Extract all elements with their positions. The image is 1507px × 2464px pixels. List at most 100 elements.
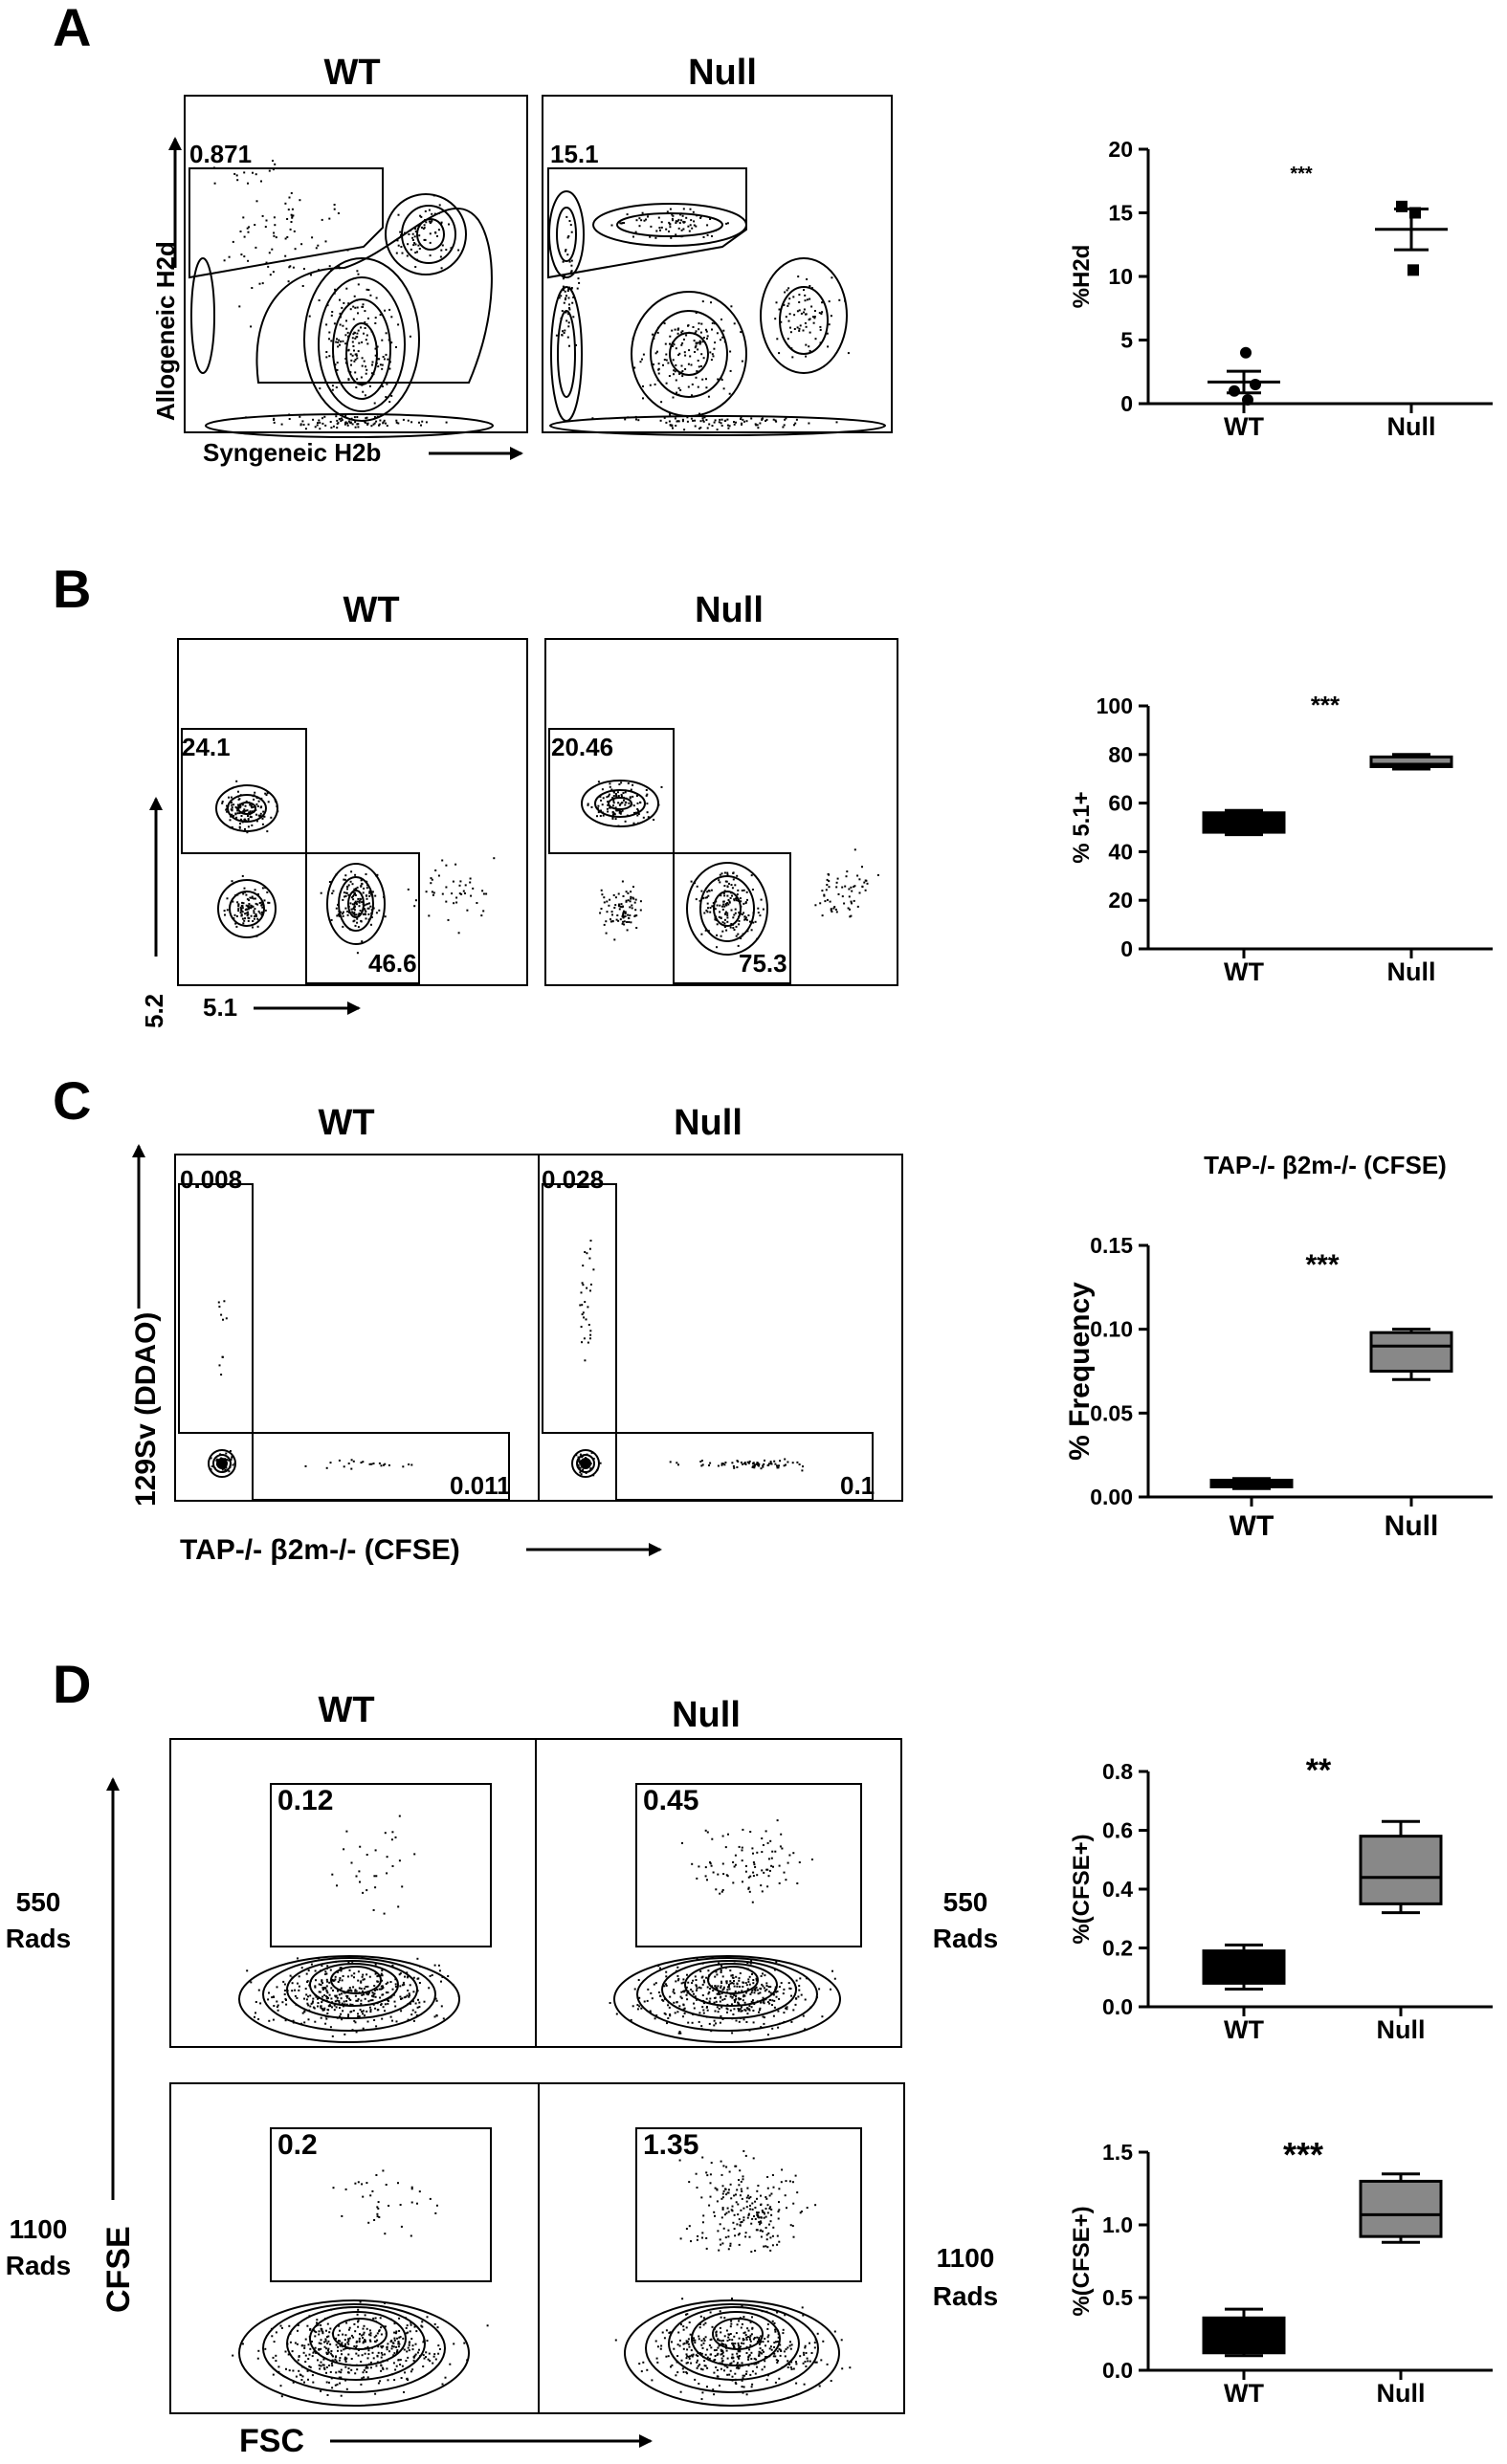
y-axis-label: %(CFSE+) xyxy=(1069,1834,1095,1944)
y-tick-label: 60 xyxy=(1108,791,1133,816)
y-axis-label: % 5.1+ xyxy=(1069,791,1095,863)
panel-d-wt-1100-dots xyxy=(232,2169,489,2398)
y-tick-label: 5 xyxy=(1120,328,1133,353)
y-tick-label: 0.00 xyxy=(1090,1485,1133,1509)
panel-b-wt-gate-upper xyxy=(181,728,307,854)
panel-b-wt-flow-plot: 24.1 46.6 xyxy=(177,638,528,986)
panel-c-wt-dots xyxy=(210,1300,413,1473)
data-point xyxy=(1407,264,1419,276)
panel-c-wt-frame xyxy=(174,1154,540,1502)
panel-b-wt-gate-upper-value: 24.1 xyxy=(182,733,231,761)
panel-b-null-title: Null xyxy=(695,590,764,630)
box-wt xyxy=(1202,811,1286,834)
panel-d-row1-line1: 550 xyxy=(16,1887,61,1917)
panel-a-null-gate xyxy=(547,167,747,279)
box-wt xyxy=(1202,1949,1286,1985)
panel-b-wt-contours xyxy=(215,784,386,945)
panel-c-null-dots xyxy=(575,1240,804,1477)
panel-d-null-title: Null xyxy=(672,1695,741,1735)
panel-a-wt-flow-plot: 0.871 xyxy=(184,95,528,438)
panel-c-y-label: 129Sv (DDAO) xyxy=(130,1312,162,1507)
y-tick-label: 10 xyxy=(1108,264,1133,289)
panel-c-letter: C xyxy=(53,1070,91,1131)
category-label-null: Null xyxy=(1387,957,1436,986)
data-point xyxy=(1396,200,1407,212)
category-label-wt: WT xyxy=(1230,1510,1274,1542)
data-point xyxy=(1250,379,1261,391)
panel-a-null-flow-plot: 15.1 xyxy=(542,95,893,436)
panel-c-wt-gate-vertical xyxy=(178,1183,254,1434)
panel-d-wt-550-dots xyxy=(246,1815,460,2037)
panel-d-null-550-flow-plot: 0.45 xyxy=(535,1738,902,2048)
y-tick-label: 0.5 xyxy=(1102,2285,1133,2310)
panel-c-wt-gate-vertical-value: 0.008 xyxy=(180,1165,242,1194)
panel-b-y-label: 5.2 xyxy=(140,994,168,1028)
panel-a-letter: A xyxy=(53,0,91,57)
panel-c-null-gate-vertical-value: 0.028 xyxy=(542,1165,604,1194)
panel-d-y-label: CFSE xyxy=(100,2226,137,2313)
panel-a-null-title: Null xyxy=(688,53,757,93)
panel-c-null-gate-vertical xyxy=(542,1183,617,1434)
category-label-null: Null xyxy=(1377,2379,1426,2408)
category-label-wt: WT xyxy=(1224,412,1264,441)
chart-title: TAP-/- β2m-/- (CFSE) xyxy=(1204,1151,1447,1179)
panel-d-row1-line2: Rads xyxy=(6,1924,71,1953)
significance-marker: *** xyxy=(1311,691,1341,719)
panel-d-null-550-contours xyxy=(613,1955,841,2043)
data-point xyxy=(1242,394,1253,407)
panel-d-row2-line1: 1100 xyxy=(10,2214,68,2244)
y-tick-label: 0.4 xyxy=(1102,1877,1133,1902)
panel-c: C WT Null 0.008 0.011 xyxy=(53,1070,903,1566)
panel-a-x-label: Syngeneic H2b xyxy=(203,438,381,467)
box-wt xyxy=(1202,2316,1286,2355)
panel-d-chart1-row-line1: 550 xyxy=(943,1887,988,1917)
y-tick-label: 0.10 xyxy=(1090,1317,1133,1342)
panel-a-null-dots xyxy=(555,208,850,431)
significance-marker: *** xyxy=(1305,1249,1339,1281)
y-tick-label: 1.0 xyxy=(1102,2212,1133,2237)
panel-d-wt-550-gate-value: 0.12 xyxy=(277,1785,333,1816)
panel-d-chart2-row-line1: 1100 xyxy=(937,2243,995,2273)
panel-d-wt-550-gate xyxy=(270,1783,492,1947)
panel-d-null-550-gate-value: 0.45 xyxy=(643,1785,698,1816)
panel-b-x-label: 5.1 xyxy=(203,993,237,1022)
y-tick-label: 20 xyxy=(1108,888,1133,913)
panel-d: D WT Null 550 Rads 1100 Rads 0.12 xyxy=(6,1654,905,2459)
panel-c-wt-flow-plot: 0.008 0.011 xyxy=(174,1154,540,1502)
panel-d-row2-line2: Rads xyxy=(6,2251,71,2280)
panel-a-null-frame xyxy=(542,95,893,433)
y-axis-label: % Frequency xyxy=(1064,1282,1096,1461)
panel-b-wt-dots xyxy=(221,780,496,955)
panel-c-wt-gate-horizontal-value: 0.011 xyxy=(450,1471,511,1500)
panel-a-wt-frame xyxy=(184,95,528,433)
panel-c-wt-title: WT xyxy=(318,1103,374,1143)
panel-d-chart1-row-line2: Rads xyxy=(933,1924,998,1953)
panel-d-wt-1100-frame xyxy=(169,2082,540,2414)
y-tick-label: 15 xyxy=(1108,201,1133,226)
category-label-wt: WT xyxy=(1224,2015,1264,2044)
panel-c-x-label: TAP-/- β2m-/- (CFSE) xyxy=(180,1534,460,1566)
panel-c-wt-contours xyxy=(208,1449,236,1478)
panel-d-null-1100-dots xyxy=(614,2149,852,2401)
panel-b-null-dots xyxy=(587,781,879,949)
panel-d-null-550-gate xyxy=(635,1783,862,1947)
panel-a-null-contours xyxy=(548,190,886,436)
panel-c-null-flow-plot: 0.028 0.1 xyxy=(538,1154,903,1502)
box-null xyxy=(1359,1835,1443,1905)
significance-marker: ** xyxy=(1306,1752,1332,1789)
panel-b-null-gate-lower xyxy=(673,852,791,984)
panel-d-wt-1100-gate xyxy=(270,2127,492,2282)
panel-b-wt-gate-lower xyxy=(305,852,420,984)
data-point xyxy=(1229,385,1240,397)
panel-b-wt-title: WT xyxy=(343,590,399,630)
panel-b-null-gate-upper-value: 20.46 xyxy=(551,733,613,761)
category-label-null: Null xyxy=(1387,412,1436,441)
panel-d-null-550-dots xyxy=(609,1819,836,2036)
panel-d-wt-1100-gate-value: 0.2 xyxy=(277,2129,318,2161)
